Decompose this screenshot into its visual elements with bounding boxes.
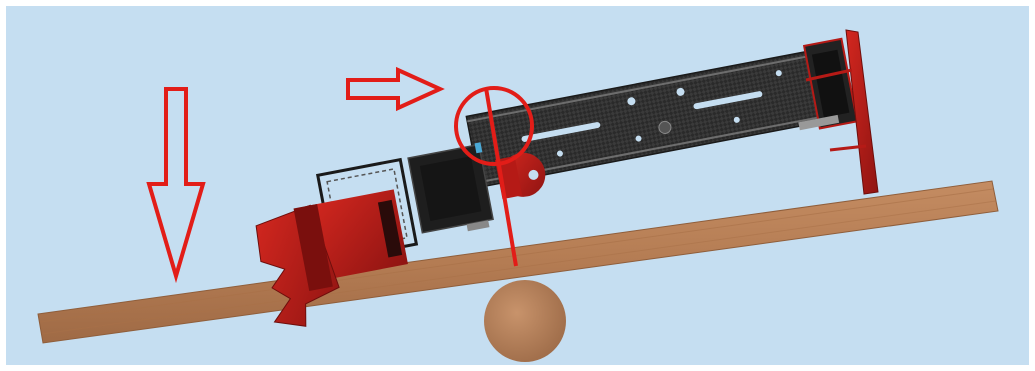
end-stop-bar: [845, 29, 879, 195]
arm-slot: [693, 91, 763, 110]
arm-hub: [658, 120, 672, 134]
pivot-circle-icon: [454, 86, 534, 166]
vertical-reference-line: [484, 87, 518, 267]
end-stop: [805, 29, 879, 195]
robot-body: [255, 37, 859, 327]
red-hub-hole: [528, 169, 539, 180]
right-arrow-icon: [346, 66, 445, 112]
arm-hole: [627, 97, 636, 106]
servo-label: [419, 156, 482, 222]
end-foot: [798, 114, 840, 131]
arm-rail-top: [467, 52, 822, 123]
board-grain: [41, 200, 997, 335]
pivot-cylinder: [484, 280, 566, 362]
end-stop-link: [805, 68, 853, 82]
servo-highlight: [474, 142, 483, 154]
end-motor: [811, 49, 850, 118]
arm-hole: [556, 150, 563, 157]
gripper-shadow: [377, 199, 403, 258]
arm-slot: [521, 122, 601, 142]
end-stop-link: [829, 144, 867, 152]
servo-foot: [466, 220, 490, 232]
arm-hole: [635, 135, 642, 142]
arm-hole: [676, 87, 685, 96]
arm-hole: [775, 70, 782, 77]
down-arrow-icon: [146, 87, 206, 284]
gripper-plate: [293, 203, 333, 291]
board-grain: [39, 188, 994, 323]
arm-hole: [733, 116, 740, 123]
